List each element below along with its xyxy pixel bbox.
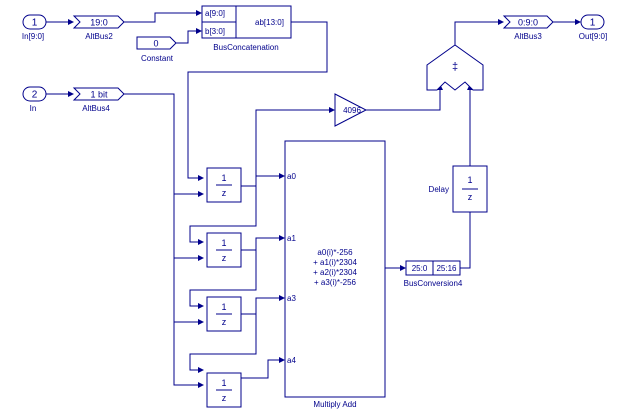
bus-concat-label: BusConcatenation: [213, 43, 278, 52]
multiply-add-input-a3: a3: [287, 294, 296, 303]
constant-value: 0: [153, 39, 158, 49]
in-port-2-number: 2: [32, 90, 38, 101]
gain-value: 4096: [343, 106, 361, 115]
unit-delay-3-den: z: [222, 317, 227, 327]
unit-delay-1-num: 1: [221, 173, 226, 183]
delay-num: 1: [467, 175, 472, 185]
adder-block[interactable]: ‡: [426, 44, 484, 91]
unit-delay-1[interactable]: 1 z: [206, 167, 242, 203]
multiply-add-expr-line-4: + a3(i)*-256: [314, 278, 357, 287]
unit-delay-2-num: 1: [221, 238, 226, 248]
in-port-2-label: In: [30, 104, 37, 113]
bus-conversion-block[interactable]: 25:0 25:16 BusConversion4: [404, 260, 463, 288]
bus-conversion-in: 25:0: [412, 264, 428, 273]
constant-block[interactable]: 0 Constant: [136, 36, 177, 63]
altbus2-value: 19:0: [90, 18, 108, 28]
altbus3-value: 0:9:0: [518, 18, 538, 28]
multiply-add-input-a4: a4: [287, 356, 296, 365]
altbus4-value: 1 bit: [90, 90, 108, 100]
in-port-1-label: In[9:0]: [22, 32, 44, 41]
bus-conversion-label: BusConversion4: [404, 279, 463, 288]
unit-delay-2[interactable]: 1 z: [206, 232, 242, 268]
delay-den: z: [468, 192, 473, 202]
multiply-add-input-a1: a1: [287, 234, 296, 243]
altbus4-label: AltBus4: [82, 104, 110, 113]
unit-delay-2-den: z: [222, 253, 227, 263]
unit-delay-4-den: z: [222, 393, 227, 403]
out-port-1[interactable]: 1 Out[9:0]: [579, 14, 607, 41]
multiply-add-block[interactable]: a0 a1 a3 a4 a0(i)*-256 + a1(i)*2304 + a2…: [284, 140, 386, 409]
adder-symbol: ‡: [452, 61, 458, 73]
multiply-add-expr-line-2: + a1(i)*2304: [313, 258, 357, 267]
out-port-1-label: Out[9:0]: [579, 32, 607, 41]
arrowheads: [68, 10, 581, 388]
unit-delay-3-num: 1: [221, 302, 226, 312]
multiply-add-input-a0: a0: [287, 172, 296, 181]
unit-delay-1-den: z: [222, 188, 227, 198]
bus-concatenation-block[interactable]: a[9:0] b[3:0] ab[13:0] BusConcatenation: [201, 5, 292, 52]
out-port-1-number: 1: [590, 18, 596, 29]
altbus2-label: AltBus2: [85, 32, 113, 41]
in-port-2[interactable]: 2 In: [22, 86, 47, 113]
unit-delay-4-num: 1: [221, 378, 226, 388]
delay-label: Delay: [429, 185, 449, 194]
unit-delay-3[interactable]: 1 z: [206, 296, 242, 332]
altbus2-block[interactable]: 19:0 AltBus2: [72, 15, 125, 41]
gain-block[interactable]: 4096: [334, 93, 368, 127]
constant-label: Constant: [141, 54, 174, 63]
in-port-1[interactable]: 1 In[9:0]: [22, 14, 47, 41]
altbus3-block[interactable]: 0:9:0 AltBus3: [502, 15, 554, 41]
altbus3-label: AltBus3: [514, 32, 542, 41]
wires: [46, 12, 575, 386]
multiply-add-expr-line-3: + a2(i)*2304: [313, 268, 357, 277]
unit-delay-4[interactable]: 1 z: [206, 372, 242, 408]
in-port-1-number: 1: [32, 18, 38, 29]
bus-concat-out: ab[13:0]: [255, 18, 284, 27]
delay-block[interactable]: 1 z Delay: [429, 165, 488, 213]
bus-concat-in-a: a[9:0]: [205, 9, 225, 18]
bus-concat-in-b: b[3:0]: [205, 27, 225, 36]
altbus4-block[interactable]: 1 bit AltBus4: [72, 87, 125, 113]
bus-conversion-out: 25:16: [436, 264, 457, 273]
multiply-add-label: Multiply Add: [313, 400, 356, 409]
multiply-add-expr-line-1: a0(i)*-256: [317, 248, 353, 257]
